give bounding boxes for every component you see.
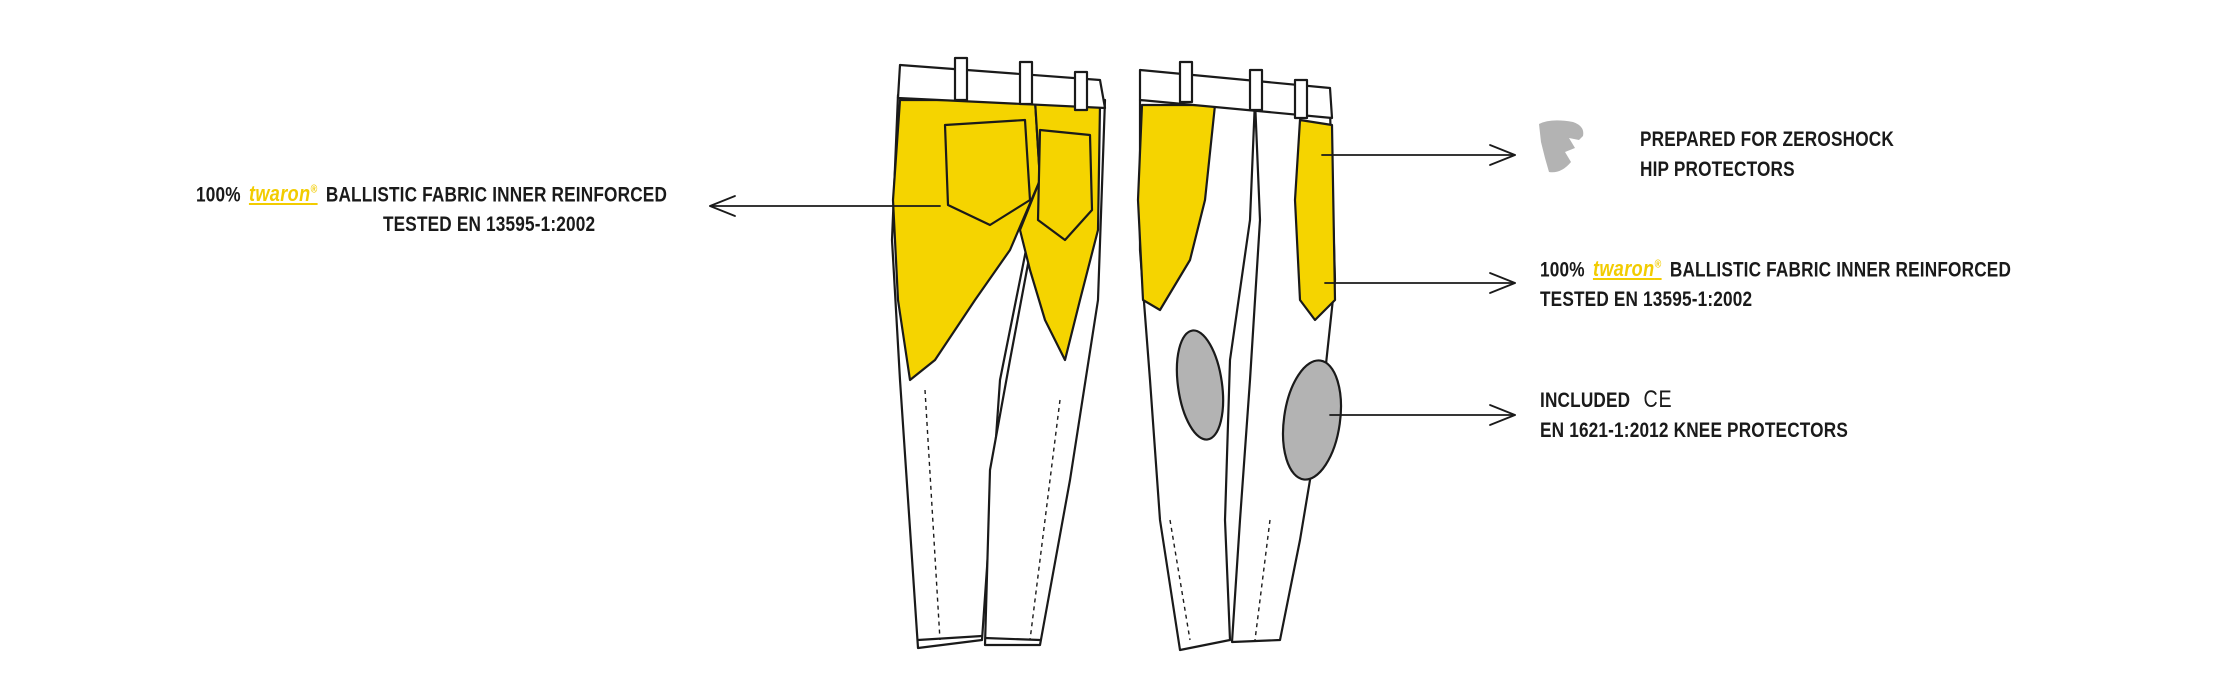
jeans-front-view — [1136, 60, 1343, 652]
hip-line2: HIP PROTECTORS — [1640, 158, 1795, 181]
knee-protectors-label: INCLUDED CE EN 1621-1:2012 KNEE PROTECTO… — [1540, 385, 1848, 446]
knee-standard-text: EN 1621-1:2012 KNEE PROTECTORS — [1540, 419, 1848, 442]
twaron-logo: twaron® — [1592, 256, 1662, 282]
left-reinforced-label: 100% twaron® BALLISTIC FABRIC INNER REIN… — [196, 175, 667, 240]
reinforced-text: BALLISTIC FABRIC INNER REINFORCED — [325, 183, 668, 207]
arrow-right-icon — [1329, 404, 1516, 426]
arrow-right-icon — [1321, 144, 1516, 166]
test-standard-text: TESTED EN 13595-1:2002 — [382, 213, 596, 237]
hip-protector-icon — [1539, 120, 1584, 173]
percentage-text: 100% — [196, 183, 241, 207]
hip-line1: PREPARED FOR ZEROSHOCK — [1640, 128, 1894, 151]
test-standard-text: TESTED EN 13595-1:2002 — [1540, 288, 1753, 312]
hip-protectors-label: PREPARED FOR ZEROSHOCK HIP PROTECTORS — [1640, 125, 1894, 185]
percentage-text: 100% — [1540, 258, 1585, 282]
right-reinforced-label: 100% twaron® BALLISTIC FABRIC INNER REIN… — [1540, 250, 2011, 315]
ce-mark-icon: CE — [1643, 386, 1673, 413]
arrow-right-icon — [1324, 272, 1516, 294]
included-text: INCLUDED — [1540, 389, 1631, 412]
arrow-left-icon — [709, 195, 941, 217]
twaron-logo: twaron® — [248, 181, 318, 207]
reinforced-text: BALLISTIC FABRIC INNER REINFORCED — [1669, 258, 2012, 282]
jeans-back-view — [890, 56, 1107, 650]
